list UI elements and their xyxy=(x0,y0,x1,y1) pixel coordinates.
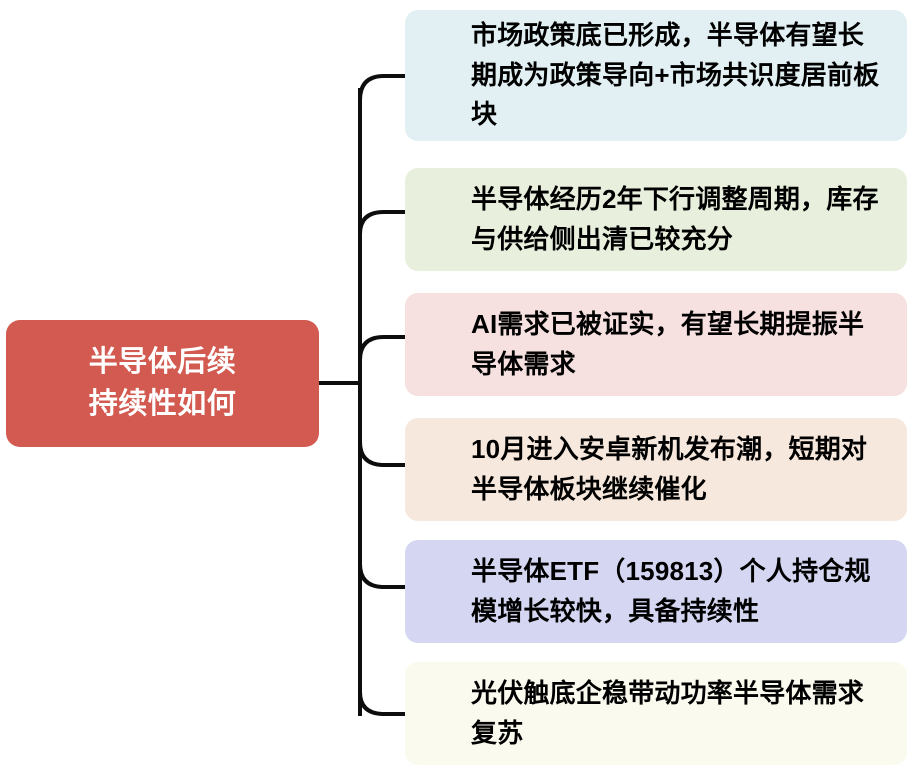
branch-node-5[interactable]: 半导体ETF（159813）个人持仓规模增长较快，具备持续性 xyxy=(405,540,907,643)
branch-connector-1 xyxy=(358,74,405,101)
branch-node-6[interactable]: 光伏触底企稳带动功率半导体需求复苏 xyxy=(405,662,907,765)
branch-node-5-label: 半导体ETF（159813）个人持仓规模增长较快，具备持续性 xyxy=(471,555,871,626)
branch-node-1-label: 市场政策底已形成，半导体有望长期成为政策导向+市场共识度居前板块 xyxy=(471,19,880,130)
branch-connector-3 xyxy=(358,335,405,361)
root-node-label: 半导体后续 持续性如何 xyxy=(88,346,237,420)
branch-node-3[interactable]: AI需求已被证实，有望长期提振半导体需求 xyxy=(405,293,907,396)
branch-connector-2 xyxy=(358,210,405,235)
branch-node-1[interactable]: 市场政策底已形成，半导体有望长期成为政策导向+市场共识度居前板块 xyxy=(405,10,907,141)
root-node[interactable]: 半导体后续 持续性如何 xyxy=(6,320,319,447)
branch-node-4[interactable]: 10月进入安卓新机发布潮，短期对半导体板块继续催化 xyxy=(405,418,907,521)
branch-node-6-label: 光伏触底企稳带动功率半导体需求复苏 xyxy=(471,677,865,748)
branch-node-4-label: 10月进入安卓新机发布潮，短期对半导体板块继续催化 xyxy=(471,433,868,504)
branch-node-2[interactable]: 半导体经历2年下行调整周期，库存与供给侧出清已较充分 xyxy=(405,168,907,271)
branch-connector-4 xyxy=(358,441,405,467)
branch-connector-6 xyxy=(358,691,405,716)
branch-connector-5 xyxy=(358,563,405,589)
branch-node-3-label: AI需求已被证实，有望长期提振半导体需求 xyxy=(471,308,865,379)
branch-node-2-label: 半导体经历2年下行调整周期，库存与供给侧出清已较充分 xyxy=(471,183,879,254)
